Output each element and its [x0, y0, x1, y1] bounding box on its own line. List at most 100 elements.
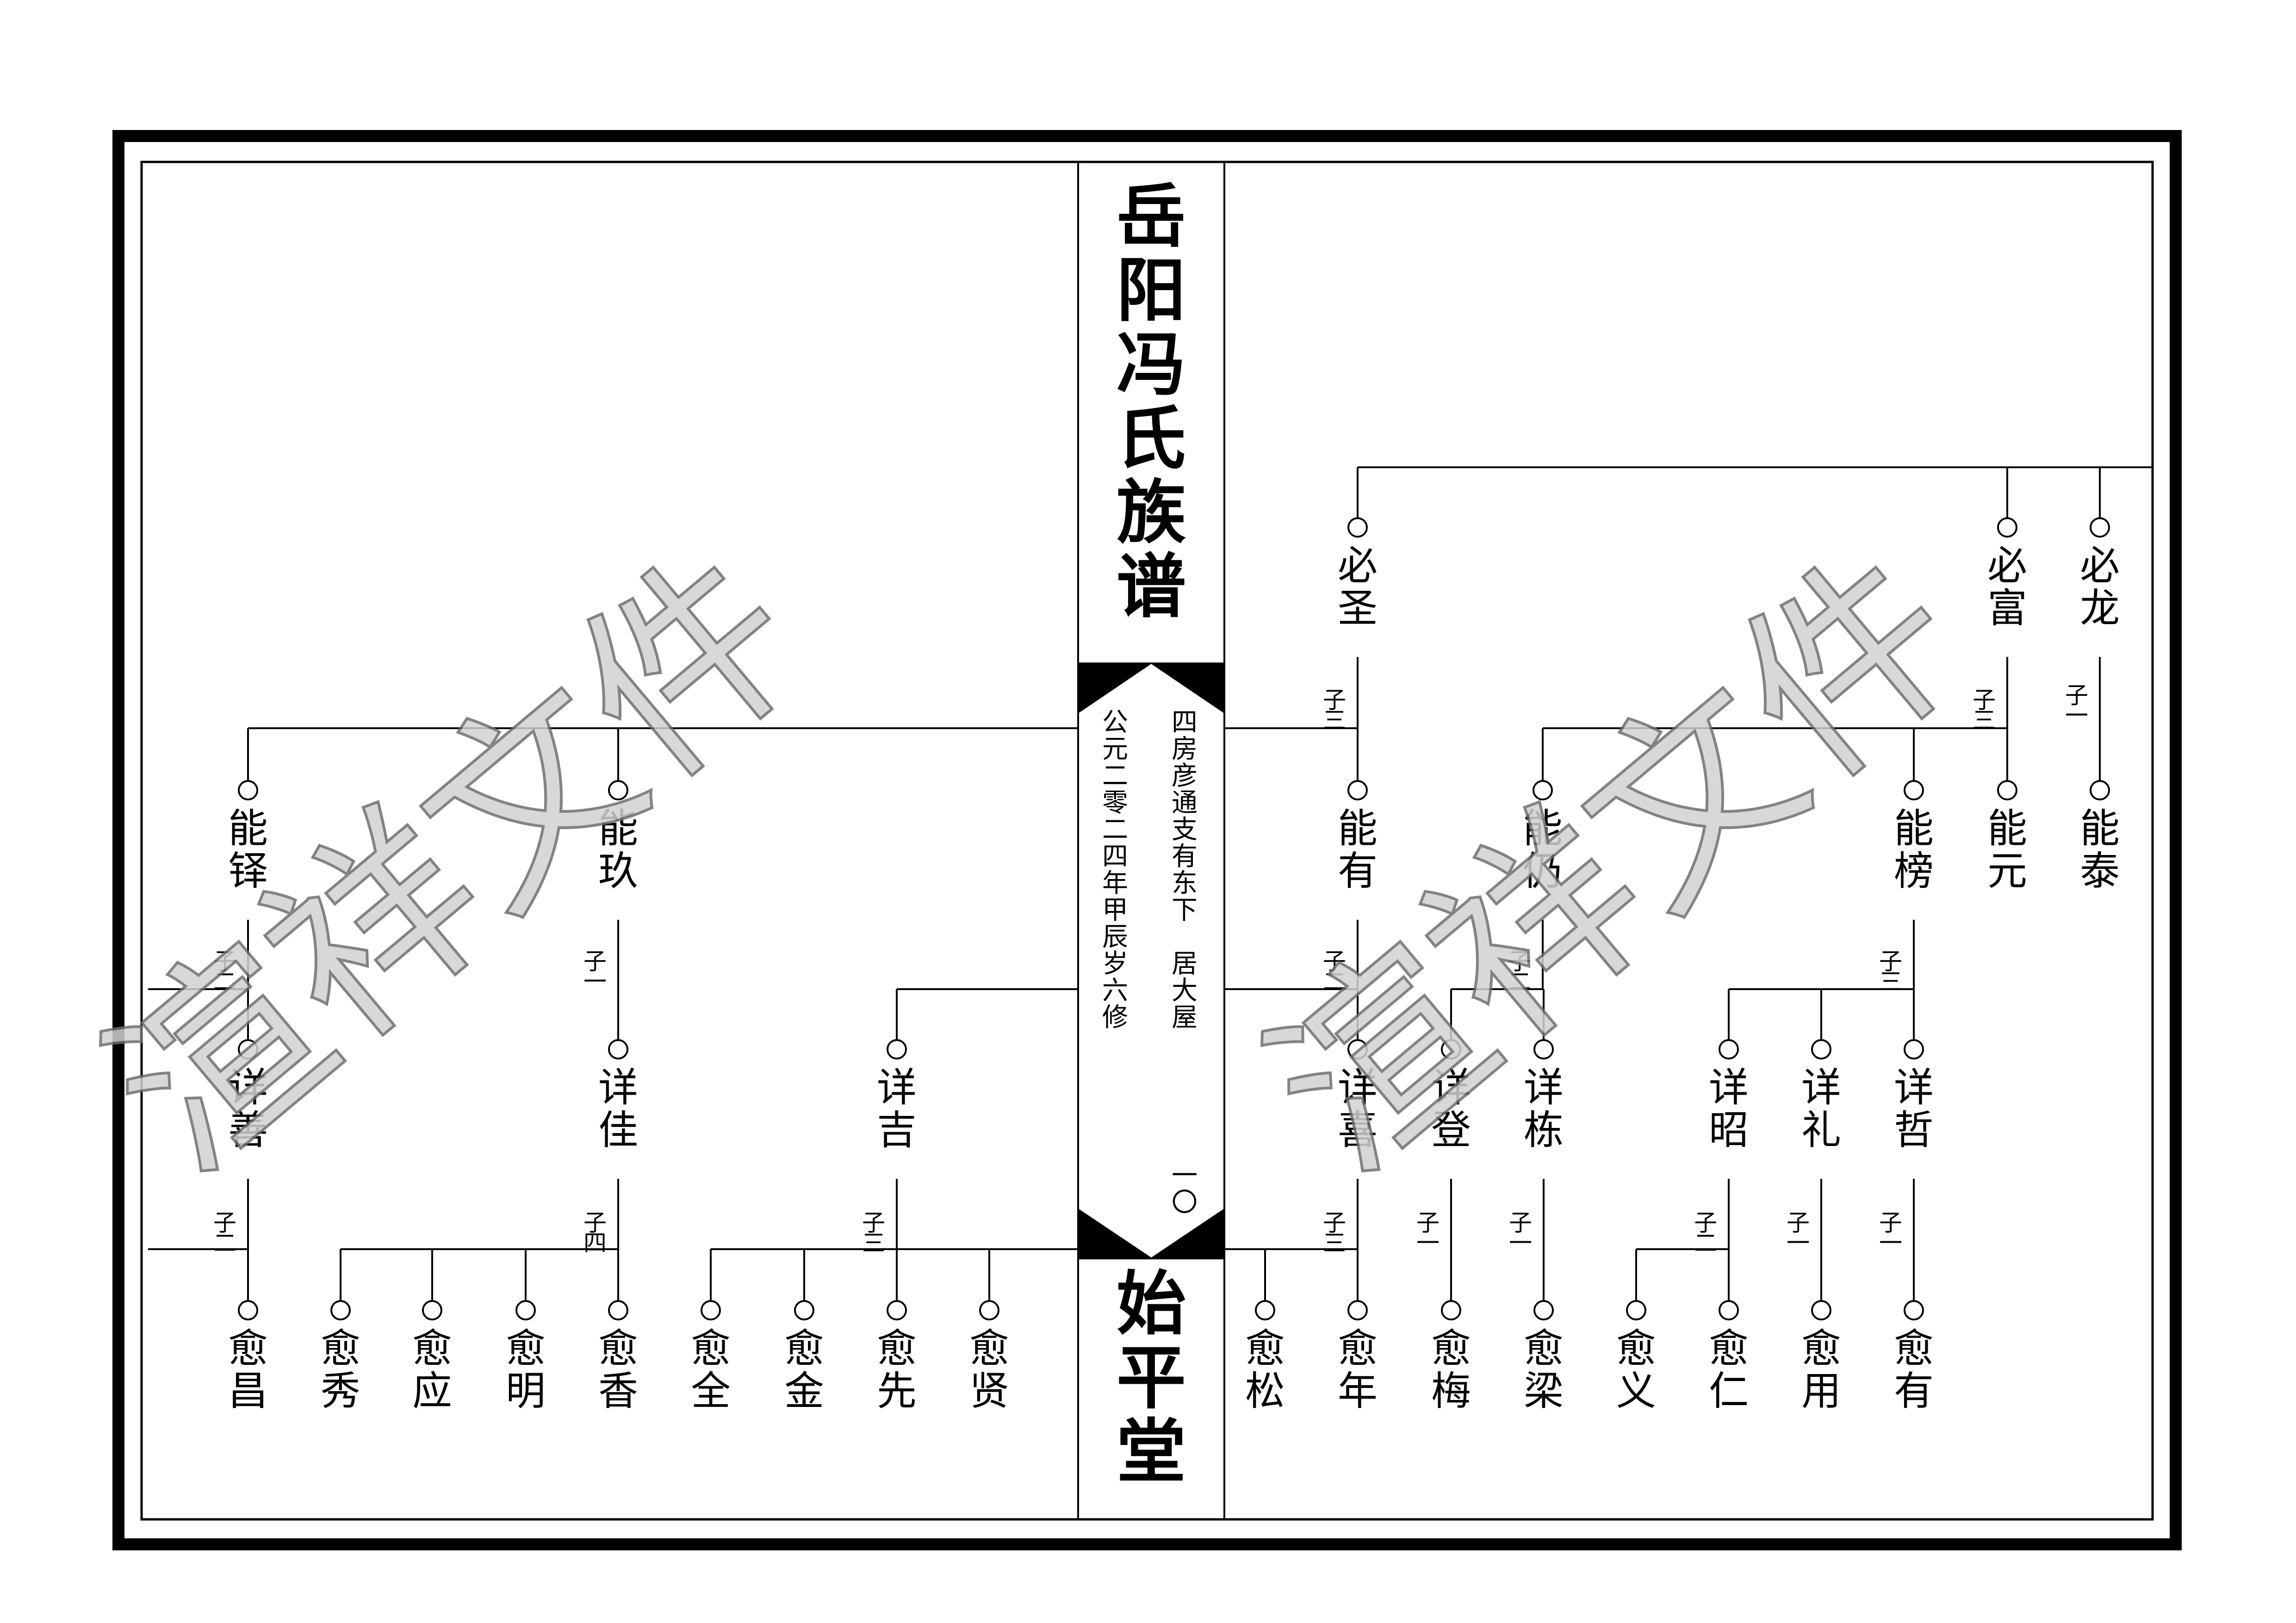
member-marker: [1997, 780, 2017, 800]
member-name: 能泰: [2080, 805, 2120, 894]
member-name: 能元: [1987, 805, 2027, 894]
member-yumei: 愈梅: [1431, 1300, 1471, 1414]
member-marker: [2090, 517, 2110, 538]
member-name: 详昭: [1709, 1065, 1749, 1153]
child-count-bisheng: 子三: [1323, 687, 1346, 734]
member-name: 愈秀: [321, 1326, 360, 1414]
member-xiangzhe: 详哲: [1894, 1039, 1934, 1153]
member-nengjiu: 能玖: [598, 780, 638, 894]
child-count-xiangdong: 子一: [1509, 1209, 1532, 1257]
fish-tail-top: [1078, 663, 1224, 713]
member-name: 愈明: [506, 1326, 546, 1414]
member-yuren: 愈仁: [1709, 1300, 1749, 1414]
member-name: 能榜: [1894, 805, 1934, 894]
member-marker: [1255, 1300, 1275, 1320]
child-count-xiangzhao: 子二: [1694, 1209, 1717, 1257]
member-marker: [1533, 1300, 1554, 1320]
member-marker: [1347, 780, 1368, 800]
member-name: 愈梅: [1431, 1326, 1471, 1414]
member-name: 详栋: [1524, 1065, 1564, 1153]
member-marker: [1347, 517, 1368, 538]
member-name: 愈义: [1616, 1326, 1656, 1414]
member-yuyong: 愈用: [1801, 1300, 1841, 1414]
member-yuxianfirst: 愈先: [877, 1300, 917, 1414]
child-count-nengjiu: 子一: [583, 948, 607, 995]
member-bilong: 必龙: [2080, 517, 2120, 632]
member-nengreng: 能仍: [1523, 780, 1563, 894]
member-marker: [2090, 780, 2110, 800]
child-count-xiangshan: 子二: [213, 1209, 236, 1257]
tree-lines: [148, 466, 2153, 1301]
tree-nodes: 必龙必富必圣能泰能元能榜能仍能有能玖能铎详哲详礼详昭详栋详登详喜详吉详佳详善愈有…: [213, 517, 2120, 1414]
child-count-nengreng: 子二: [1508, 948, 1531, 995]
member-xiangjia: 详佳: [598, 1039, 638, 1153]
member-name: 愈先: [877, 1326, 917, 1414]
book-title: 岳阳冯氏族谱: [1117, 176, 1186, 627]
child-count-xiangji: 子三: [862, 1209, 885, 1257]
member-bifu: 必富: [1987, 517, 2027, 632]
child-count-nengbang: 子三: [1879, 948, 1902, 995]
member-name: 详礼: [1801, 1065, 1841, 1153]
member-marker: [1811, 1300, 1831, 1320]
member-marker: [1533, 1039, 1554, 1059]
member-yuxiu: 愈秀: [321, 1300, 360, 1414]
member-marker: [1997, 517, 2017, 538]
member-xiangzhao: 详昭: [1709, 1039, 1749, 1153]
member-marker: [887, 1300, 907, 1320]
member-name: 愈昌: [228, 1326, 268, 1414]
member-marker: [1441, 1039, 1461, 1059]
member-name: 愈松: [1245, 1326, 1285, 1414]
member-name: 愈香: [598, 1326, 638, 1414]
member-marker: [1719, 1039, 1739, 1059]
member-marker: [1811, 1039, 1831, 1059]
member-marker: [422, 1300, 442, 1320]
child-count-xiangxi: 子三: [1323, 1209, 1346, 1257]
member-name: 能有: [1338, 805, 1378, 894]
member-yujin: 愈金: [784, 1300, 824, 1414]
member-nengyi: 能铎: [228, 780, 268, 894]
branch-text: 四房彦通支有东下 居大屋: [1172, 707, 1198, 1033]
member-marker: [330, 1300, 351, 1320]
member-name: 能铎: [228, 805, 268, 894]
member-nengbang: 能榜: [1894, 780, 1934, 894]
hall-name: 始平堂: [1117, 1263, 1186, 1493]
member-name: 详哲: [1894, 1065, 1934, 1153]
page-number: 一〇: [1172, 1161, 1198, 1218]
member-marker: [238, 1039, 258, 1059]
member-yuming: 愈明: [506, 1300, 546, 1414]
member-marker: [515, 1300, 536, 1320]
member-marker: [1626, 1300, 1646, 1320]
member-xiangshan: 详善: [228, 1039, 268, 1153]
watermark-left: 渲祥文件: [65, 508, 844, 1216]
member-yuxian: 愈贤: [969, 1300, 1009, 1414]
member-marker: [608, 1039, 628, 1059]
member-yuquan: 愈全: [691, 1300, 731, 1414]
member-name: 愈金: [784, 1326, 824, 1414]
member-marker: [238, 780, 258, 800]
member-name: 能玖: [598, 805, 638, 894]
child-count-xiangli: 子一: [1787, 1209, 1810, 1257]
member-name: 必龙: [2080, 543, 2120, 632]
member-nengyuan: 能元: [1987, 780, 2027, 894]
member-marker: [1533, 780, 1553, 800]
child-count-bilong: 子一: [2065, 682, 2088, 729]
member-marker: [608, 1300, 628, 1320]
member-name: 必圣: [1338, 543, 1378, 632]
member-xiangdeng: 详登: [1431, 1039, 1471, 1153]
member-marker: [1347, 1300, 1368, 1320]
child-count-xiangzhe: 子一: [1879, 1209, 1902, 1257]
member-marker: [1719, 1300, 1739, 1320]
member-name: 愈用: [1801, 1326, 1841, 1414]
member-marker: [979, 1300, 999, 1320]
member-marker: [701, 1300, 721, 1320]
member-name: 详登: [1431, 1065, 1471, 1153]
member-name: 愈仁: [1709, 1326, 1749, 1414]
member-yuchang: 愈昌: [228, 1300, 268, 1414]
member-marker: [1441, 1300, 1461, 1320]
member-name: 详吉: [877, 1065, 917, 1153]
member-marker: [608, 780, 628, 800]
watermark-left-text: 渲祥文件: [67, 510, 843, 1215]
fish-tail-bottom: [1078, 1208, 1224, 1259]
member-name: 详喜: [1338, 1065, 1378, 1153]
